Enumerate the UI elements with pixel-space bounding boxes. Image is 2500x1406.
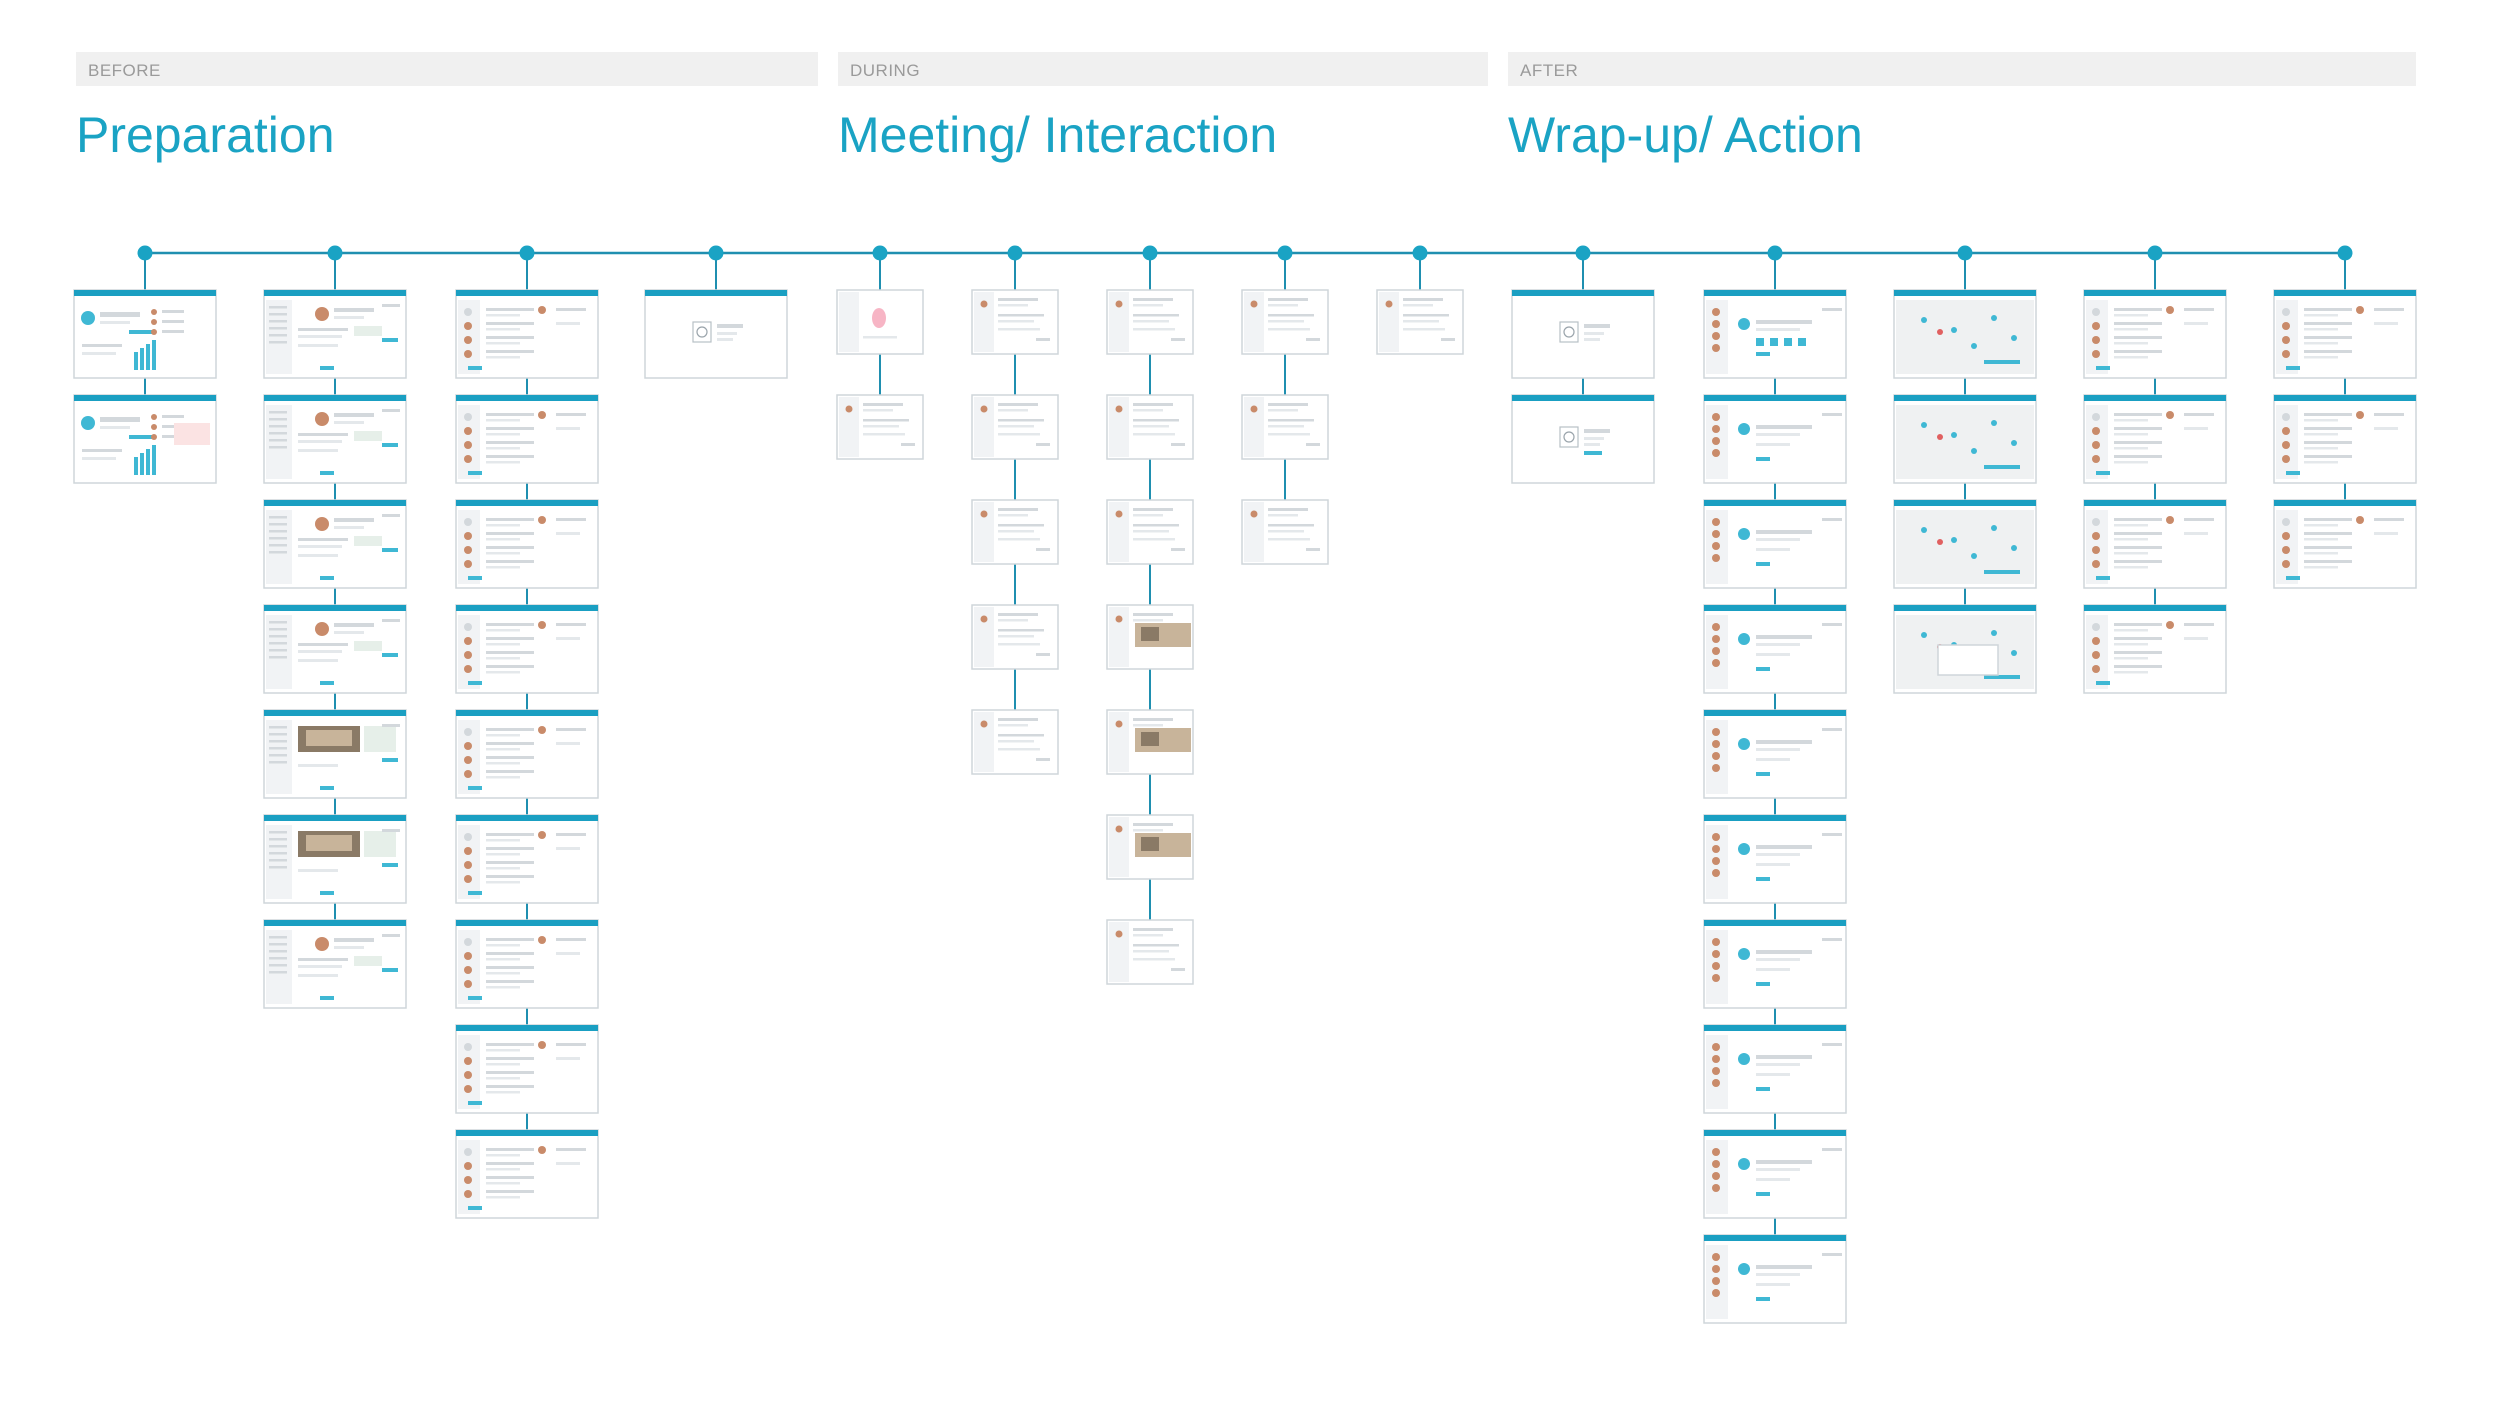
flow-screen-thumbnail [1703, 814, 1847, 904]
flow-screen-thumbnail [836, 394, 924, 460]
flow-screen-thumbnail [2273, 289, 2417, 379]
flow-screen-thumbnail [2273, 394, 2417, 484]
flow-screen-thumbnail [1106, 814, 1194, 880]
flow-screen-thumbnail [1241, 289, 1329, 355]
flow-screen-thumbnail [1703, 499, 1847, 589]
timeline-node [1142, 245, 1158, 261]
flow-screen-thumbnail [455, 814, 599, 904]
timeline-node [2337, 245, 2353, 261]
flow-screen-thumbnail [1376, 289, 1464, 355]
flow-screen-thumbnail [455, 1129, 599, 1219]
flow-screen-thumbnail [1511, 394, 1655, 484]
flow-screen-thumbnail [1511, 289, 1655, 379]
flow-screen-thumbnail [971, 604, 1059, 670]
flow-screen-thumbnail [971, 289, 1059, 355]
timeline-node [1412, 245, 1428, 261]
flow-screen-thumbnail [263, 289, 407, 379]
flow-screen-thumbnail [455, 709, 599, 799]
flow-screen-thumbnail [2083, 604, 2227, 694]
flow-screen-thumbnail [1703, 394, 1847, 484]
flow-screen-thumbnail [1703, 709, 1847, 799]
flow-screen-thumbnail [971, 709, 1059, 775]
flow-screen-thumbnail [1703, 604, 1847, 694]
timeline-node [2147, 245, 2163, 261]
flow-screen-thumbnail [455, 499, 599, 589]
flow-screen-thumbnail [263, 919, 407, 1009]
flow-screen-thumbnail [1106, 919, 1194, 985]
timeline-node [1277, 245, 1293, 261]
flow-screen-thumbnail [971, 499, 1059, 565]
flow-screen-thumbnail [455, 919, 599, 1009]
flow-screen-thumbnail [2083, 289, 2227, 379]
flow-screen-thumbnail [1703, 289, 1847, 379]
flow-screen-thumbnail [455, 394, 599, 484]
timeline-node [137, 245, 153, 261]
timeline-node [1957, 245, 1973, 261]
flow-screen-thumbnail [455, 604, 599, 694]
phase-bar-before: BEFORE [76, 52, 818, 86]
flow-screen-thumbnail [1893, 289, 2037, 379]
flow-screen-thumbnail [1893, 604, 2037, 694]
flow-screen-thumbnail [1703, 1129, 1847, 1219]
timeline-node [1575, 245, 1591, 261]
flow-screen-thumbnail [1893, 499, 2037, 589]
phase-title-during: Meeting/ Interaction [838, 107, 1278, 163]
phase-tag-after: AFTER [1520, 61, 1579, 80]
flow-screen-thumbnail [1241, 394, 1329, 460]
flow-screen-thumbnail [1893, 394, 2037, 484]
flow-screen-thumbnail [1106, 604, 1194, 670]
flow-screen-thumbnail [836, 289, 924, 355]
flow-screen-thumbnail [1703, 919, 1847, 1009]
flow-screen-thumbnail [1106, 709, 1194, 775]
timeline-node [708, 245, 724, 261]
phase-title-before: Preparation [76, 107, 335, 163]
flow-screen-thumbnail [1106, 289, 1194, 355]
flow-screen-thumbnail [644, 289, 788, 379]
flow-screen-thumbnail [455, 289, 599, 379]
timeline-node [519, 245, 535, 261]
flow-screen-thumbnail [1106, 499, 1194, 565]
timeline-node [327, 245, 343, 261]
flow-screen-thumbnail [263, 709, 407, 799]
flow-screen-thumbnail [263, 394, 407, 484]
flow-screen-thumbnail [2273, 499, 2417, 589]
timeline-node [1767, 245, 1783, 261]
phase-title-after: Wrap-up/ Action [1508, 107, 1863, 163]
timeline-node [872, 245, 888, 261]
flow-screen-thumbnail [73, 394, 217, 484]
flow-screen-thumbnail [455, 1024, 599, 1114]
flow-screen-thumbnail [1703, 1024, 1847, 1114]
flow-screen-thumbnail [1241, 499, 1329, 565]
flow-screen-thumbnail [263, 604, 407, 694]
flow-screen-thumbnail [73, 289, 217, 379]
flow-screen-thumbnail [1703, 1234, 1847, 1324]
flow-screen-thumbnail [1106, 394, 1194, 460]
flow-screen-thumbnail [263, 814, 407, 904]
flow-screen-thumbnail [263, 499, 407, 589]
phase-bar-after: AFTER [1508, 52, 2416, 86]
phase-tag-before: BEFORE [88, 61, 161, 80]
flow-screen-thumbnail [2083, 499, 2227, 589]
phase-tag-during: DURING [850, 61, 921, 80]
flow-screen-thumbnail [2083, 394, 2227, 484]
flow-screen-thumbnail [971, 394, 1059, 460]
timeline-node [1007, 245, 1023, 261]
phase-bar-during: DURING [838, 52, 1488, 86]
